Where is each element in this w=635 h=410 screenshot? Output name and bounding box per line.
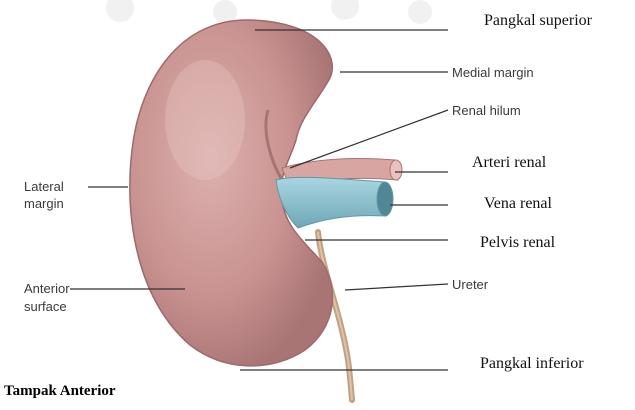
label-renal-hilum: Renal hilum (452, 104, 521, 117)
watermark (106, 0, 432, 24)
label-pangkal-inferior: Pangkal inferior (480, 356, 584, 372)
label-pangkal-superior: Pangkal superior (484, 13, 592, 29)
label-lateral-margin-line2: margin (24, 197, 64, 210)
label-arteri-renal: Arteri renal (472, 155, 546, 171)
caption-tampak-anterior: Tampak Anterior (4, 384, 116, 399)
label-vena-renal: Vena renal (484, 196, 552, 212)
label-lateral-margin-line1: Lateral (24, 180, 64, 193)
renal-vein-shape (276, 177, 386, 228)
label-anterior-surface-line2: surface (24, 300, 67, 313)
label-pelvis-renal: Pelvis renal (480, 235, 555, 251)
label-anterior-surface-line1: Anterior (24, 282, 70, 295)
label-medial-margin: Medial margin (452, 66, 534, 79)
label-ureter: Ureter (452, 278, 488, 291)
